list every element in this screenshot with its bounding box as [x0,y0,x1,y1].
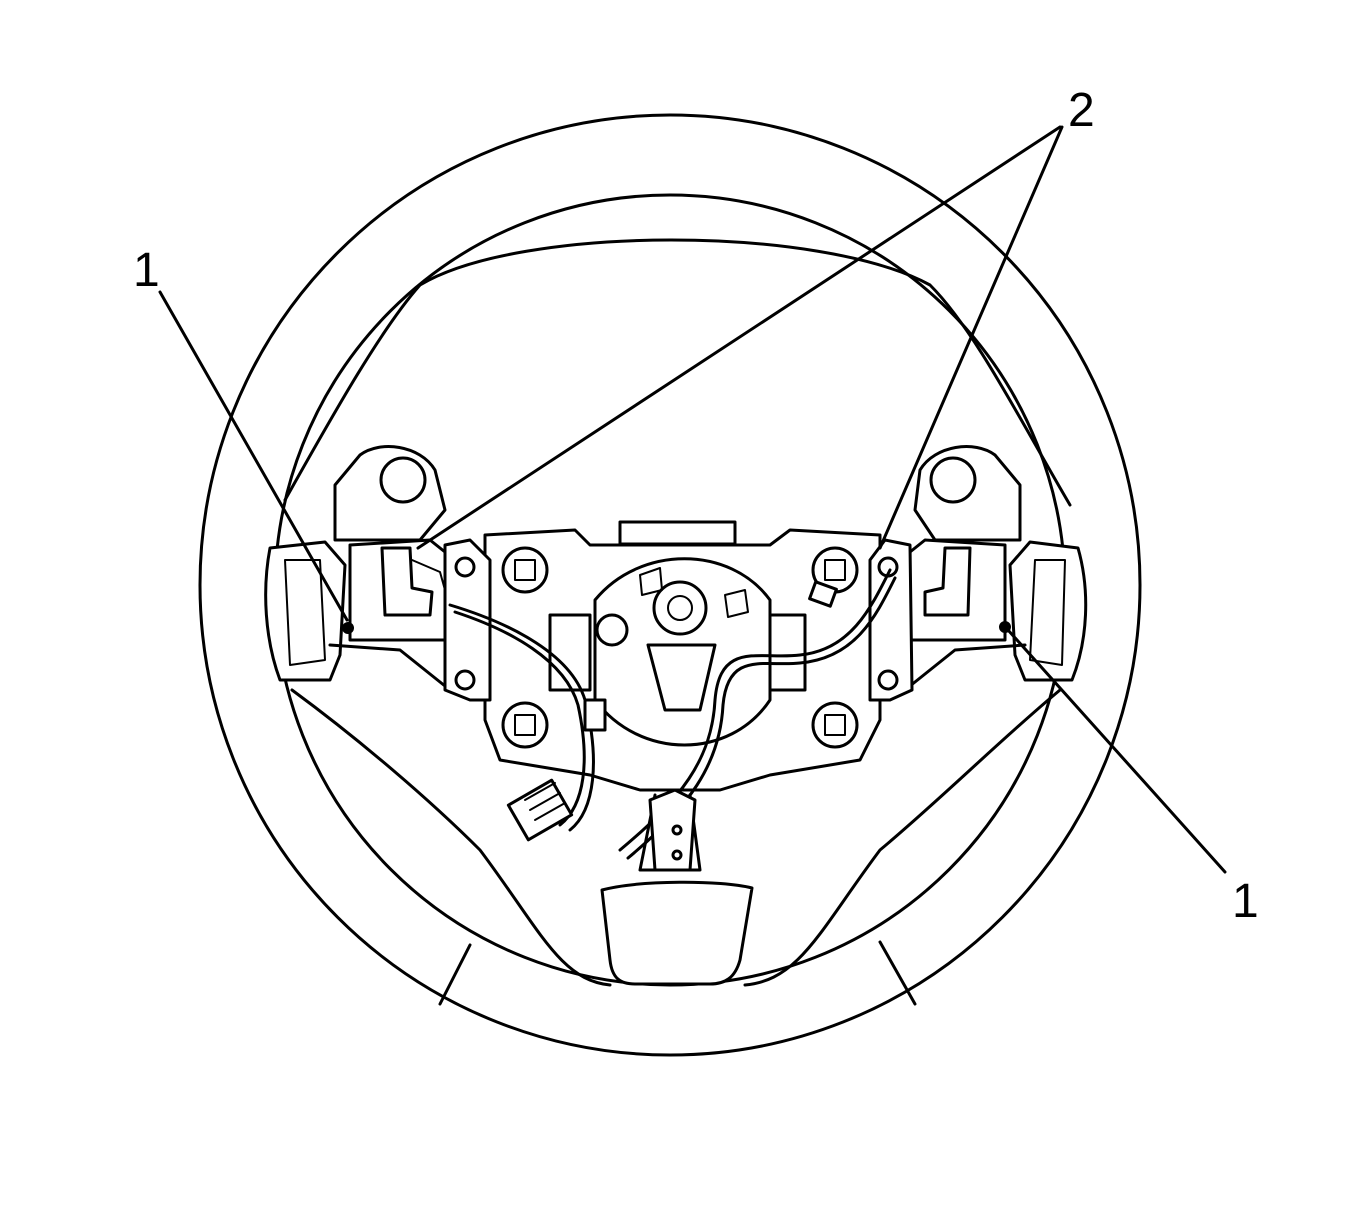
callout-1-left-label: 1 [133,244,160,297]
leader-lines [158,125,1227,874]
leader-line-2-left [416,125,1062,550]
leader-line-1-left [158,290,349,622]
spoke-outline [283,238,1072,987]
callout-2-label: 2 [1068,84,1095,137]
lower-spoke [600,788,754,986]
wiring-harness [448,568,897,860]
right-switch-assembly [873,445,1088,702]
leader-line-2-right [878,125,1064,550]
callout-1-right-label: 1 [1232,875,1259,928]
leader-line-1-right [1006,628,1227,874]
hub-plate [443,520,914,792]
left-switch-assembly [264,445,482,702]
